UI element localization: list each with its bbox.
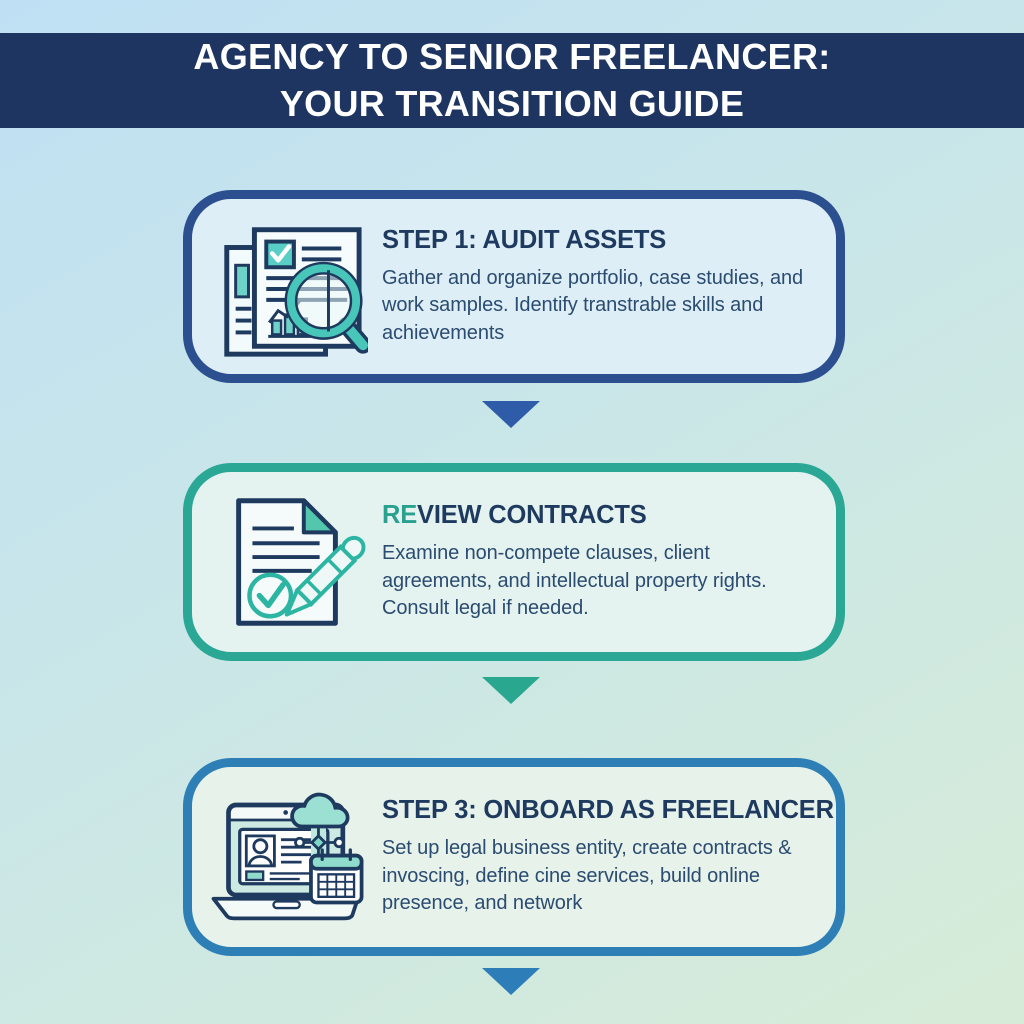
flow-arrow-down-1 <box>482 401 540 428</box>
flow-arrow-down-3 <box>482 968 540 995</box>
step-description: Set up legal business entity, create con… <box>382 837 792 915</box>
step-title: STEP 1: AUDIT ASSETS <box>382 226 824 255</box>
step-title-text: STEP 1: AUDIT ASSETS <box>382 225 667 254</box>
step-description: Gather and organize portfolio, case stud… <box>382 266 804 344</box>
step-card-onboard-freelancer: STEP 3: ONBOARD AS FREELANCER Set up leg… <box>183 758 845 956</box>
step-title-accent: RE <box>382 501 418 530</box>
contract-pen-icon <box>206 481 370 643</box>
step-title: STEP 3: ONBOARD AS FREELANCER <box>382 796 834 825</box>
flow-arrow-down-2 <box>482 677 540 704</box>
header-banner: AGENCY TO SENIOR FREELANCER: YOUR TRANSI… <box>0 33 1024 128</box>
step-title-text: STEP 3: ONBOARD AS FREELANCER <box>382 796 834 825</box>
step-title-text: VIEW CONTRACTS <box>417 501 647 530</box>
step-description: Examine non-compete clauses, client agre… <box>382 542 767 620</box>
step-card-audit-assets: STEP 1: AUDIT ASSETS Gather and organize… <box>183 190 845 383</box>
documents-magnifier-icon <box>206 206 370 368</box>
header-title-line2: YOUR TRANSITION GUIDE <box>279 82 745 124</box>
step-title: REVIEW CONTRACTS <box>382 501 824 530</box>
laptop-onboarding-icon <box>206 776 370 938</box>
step-card-review-contracts: REVIEW CONTRACTS Examine non-compete cla… <box>183 463 845 661</box>
header-title-line1: AGENCY TO SENIOR FREELANCER: <box>193 36 831 78</box>
